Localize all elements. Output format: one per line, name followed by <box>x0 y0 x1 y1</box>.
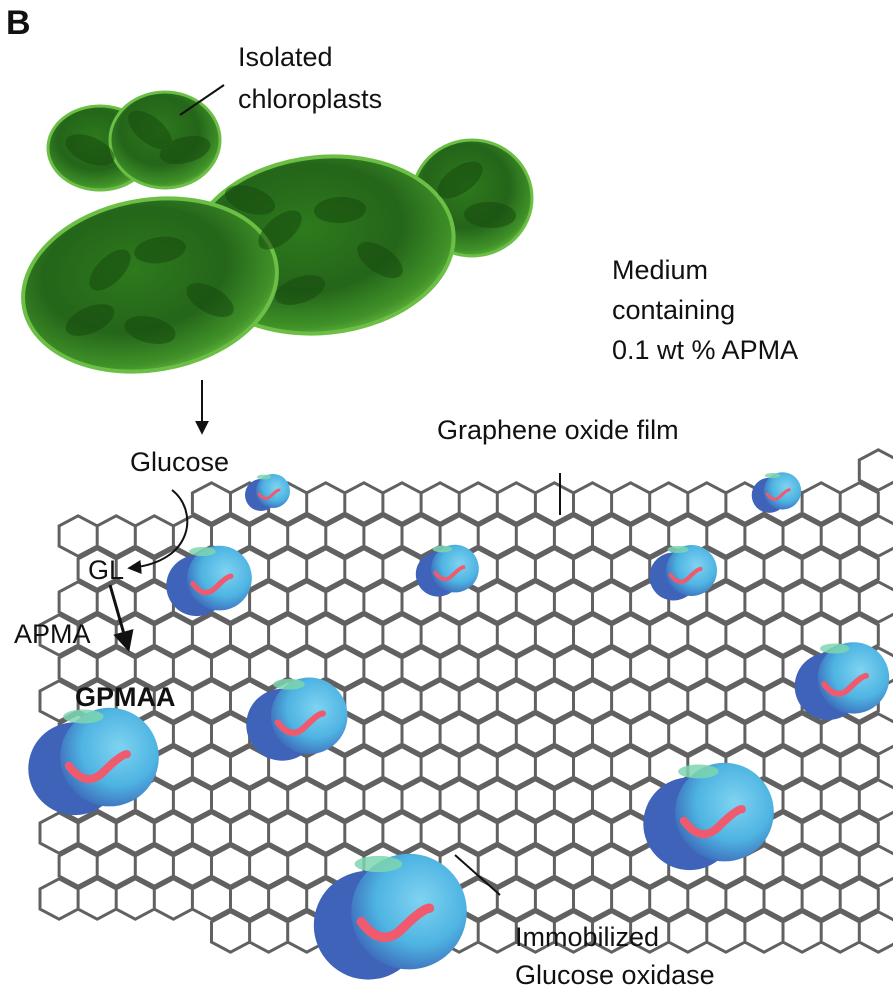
label-chloroplasts: chloroplasts <box>238 84 383 114</box>
thylakoid <box>124 316 176 344</box>
panel-label: B <box>6 4 31 42</box>
thylakoid <box>186 283 234 317</box>
thylakoid <box>314 196 366 224</box>
annotation-lines <box>108 84 561 896</box>
glucose-oxidase-molecule <box>649 545 717 601</box>
thylakoid-texture <box>65 110 516 344</box>
glucose-oxidase-molecule <box>166 545 252 617</box>
arrow-glucose-to-gl <box>127 489 189 574</box>
thylakoid <box>89 249 131 291</box>
label-gpmaa: GPMAA <box>75 682 176 712</box>
label-immobilized: Immobilized <box>515 922 660 952</box>
glucose-oxidase-molecule <box>313 853 467 980</box>
thylakoid <box>65 304 115 336</box>
label-apma: APMA <box>14 619 91 649</box>
label-glucose-oxidase: Glucose oxidase <box>515 960 715 990</box>
glucose-oxidase-molecule <box>415 544 479 597</box>
thylakoid <box>224 185 276 215</box>
chloroplast-cluster <box>21 90 534 374</box>
label-isolated: Isolated <box>238 42 333 72</box>
thylakoid <box>357 241 403 279</box>
arrow-gl-to-gpmaa <box>108 584 134 653</box>
thylakoid <box>134 236 186 264</box>
thylakoid <box>65 134 115 166</box>
glucose-oxidase-molecule <box>28 707 159 816</box>
thylakoid <box>258 210 302 250</box>
enzyme-leader-line <box>454 854 501 896</box>
glucose-oxidase-enzymes <box>28 472 890 980</box>
glucose-oxidase-molecule <box>643 762 774 871</box>
chloroplast-leader-line <box>179 84 225 116</box>
label-gl: GL <box>88 555 125 585</box>
glucose-oxidase-molecule <box>751 472 802 513</box>
thylakoid <box>128 110 172 150</box>
thylakoid <box>275 275 325 305</box>
label-glucose: Glucose <box>130 447 230 477</box>
glucose-oxidase-molecule <box>794 642 890 720</box>
glucose-oxidase-molecule <box>245 474 290 511</box>
glucose-oxidase-molecule <box>246 677 348 761</box>
thylakoid <box>437 161 483 199</box>
thylakoid <box>159 135 211 165</box>
label-apma-concentration: 0.1 wt % APMA <box>612 335 799 365</box>
thylakoid <box>464 201 516 229</box>
label-graphene-oxide-film: Graphene oxide film <box>437 415 679 445</box>
label-containing: containing <box>612 295 736 325</box>
label-medium: Medium <box>612 255 709 285</box>
